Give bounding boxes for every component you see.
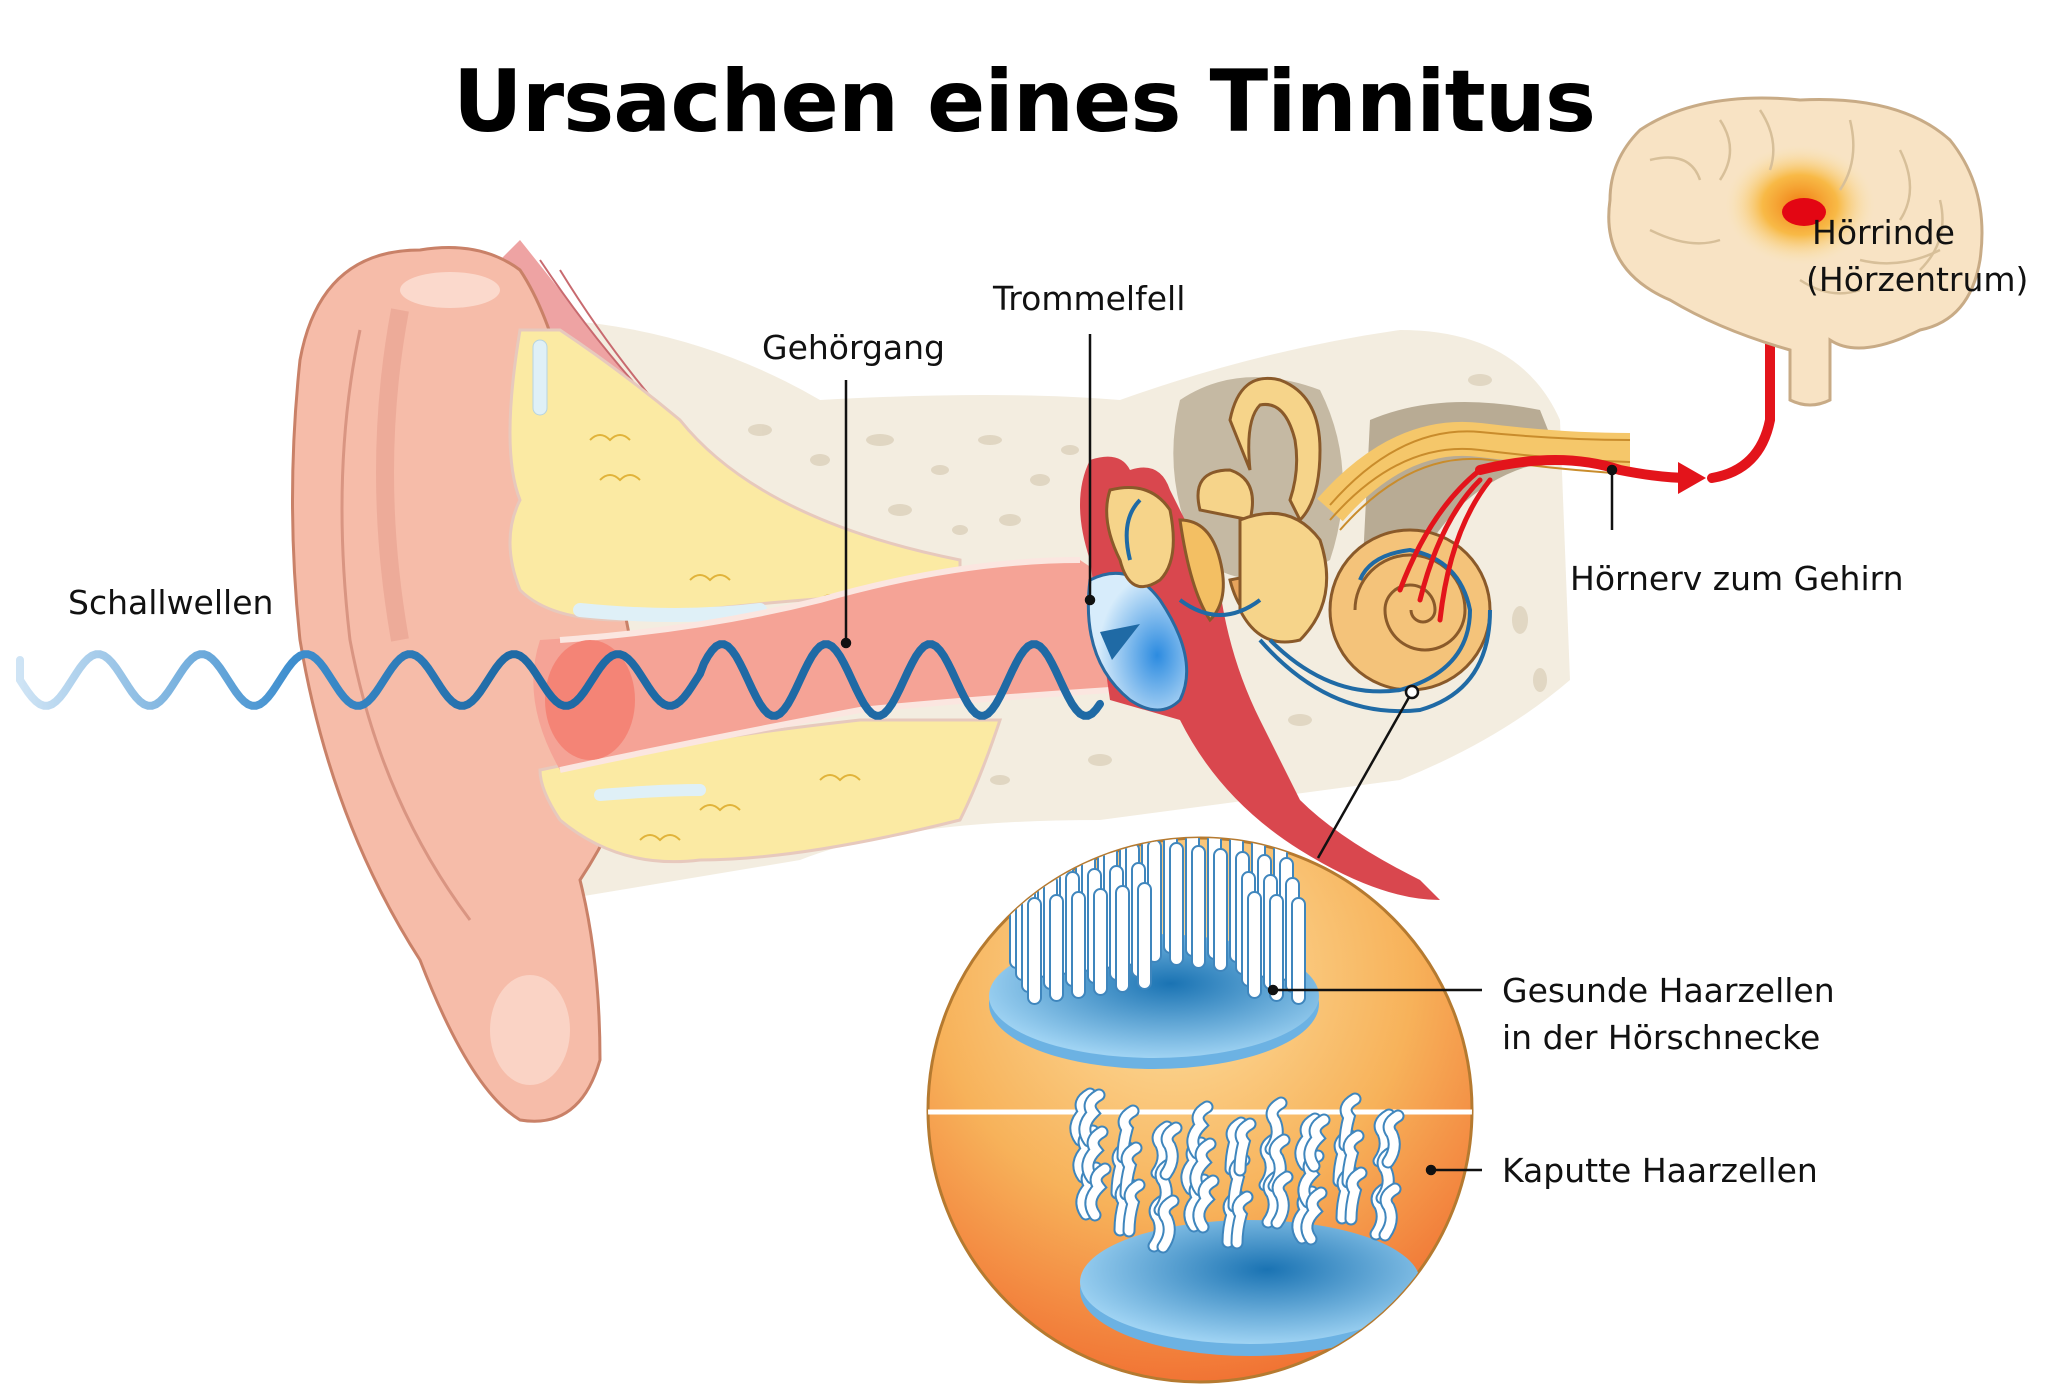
damaged-cilium — [1083, 1127, 1107, 1183]
damaged-cilium — [1080, 1090, 1104, 1146]
damaged-cilium — [1346, 1168, 1366, 1224]
damaged-cilium — [1194, 1176, 1218, 1232]
damaged-cilium — [1380, 1184, 1400, 1240]
label-auditory-cortex: Hörrinde — [1812, 213, 1955, 252]
leader-cochlea-inset — [1316, 691, 1414, 859]
damaged-cilium — [1232, 1192, 1252, 1248]
label-healthy-hair-cells-sub: in der Hörschnecke — [1502, 1018, 1821, 1057]
damaged-cilium — [1086, 1164, 1110, 1220]
damaged-cilium — [1121, 1143, 1141, 1199]
hair-cell-cilium — [1213, 848, 1228, 972]
page-title: Ursachen eines Tinnitus — [452, 52, 1596, 152]
damaged-cilium — [1272, 1172, 1292, 1228]
auditory-cortex-spot — [1782, 198, 1826, 226]
damaged-cilium — [1226, 1118, 1246, 1174]
hair-cell-cilium — [1291, 897, 1306, 1005]
damaged-cilium — [1296, 1114, 1320, 1170]
damaged-cilium — [1340, 1094, 1360, 1150]
damaged-cilium — [1188, 1102, 1212, 1158]
label-eardrum: Trommelfell — [993, 279, 1186, 318]
sound-conduction-arrows — [1124, 498, 1492, 714]
label-damaged-hair-cells: Kaputte Haarzellen — [1502, 1151, 1818, 1190]
hair-cell-cilium — [1137, 882, 1152, 990]
label-healthy-hair-cells: Gesunde Haarzellen — [1502, 971, 1835, 1010]
leader-lines — [840, 334, 1618, 1176]
nerve-signal-arrowhead-1 — [1678, 462, 1706, 494]
hair-cell-cilium — [1093, 888, 1108, 996]
damaged-cilium — [1235, 1119, 1255, 1175]
label-ear-canal: Gehörgang — [762, 328, 945, 367]
hair-cell-cilium — [1115, 885, 1130, 993]
hair-cell-cilium — [1191, 845, 1206, 969]
damaged-cilium — [1305, 1115, 1329, 1171]
hair-cell-cilium — [1049, 894, 1064, 1002]
damaged-cilium — [1124, 1180, 1144, 1236]
brain — [1607, 96, 1984, 407]
soft-tissue — [508, 328, 1003, 864]
label-sound-waves: Schallwellen — [68, 583, 274, 622]
hair-cell-cilium — [1269, 894, 1284, 1002]
damaged-cilia-group — [1069, 1087, 1405, 1254]
hair-cell-cilium — [1169, 842, 1184, 966]
inner-ear — [1196, 376, 1492, 692]
damaged-cilium — [1158, 1196, 1178, 1252]
damaged-cilium — [1118, 1106, 1138, 1162]
healthy-hair-cells — [989, 838, 1319, 1069]
hair-cells-inset — [926, 836, 1474, 1384]
label-auditory-nerve: Hörnerv zum Gehirn — [1570, 559, 1904, 598]
auditory-nerve — [1317, 421, 1631, 531]
damaged-cilium — [1161, 1123, 1181, 1179]
hair-cell-cilium — [1247, 891, 1262, 999]
sound-wave-arrowhead — [1100, 624, 1140, 660]
hair-cell-cilium — [1071, 891, 1086, 999]
damaged-hair-cells — [1069, 1087, 1420, 1356]
damaged-cilium — [1302, 1188, 1326, 1244]
hair-cell-cilium — [1027, 897, 1042, 1005]
damaged-cilium — [1383, 1111, 1403, 1167]
healthy-cilia-group — [1009, 838, 1306, 1005]
label-auditory-cortex-sub: (Hörzentrum) — [1806, 260, 2029, 299]
ear-canal — [533, 557, 1111, 773]
sound-wave — [16, 640, 1104, 720]
damaged-cilium — [1071, 1089, 1095, 1145]
damaged-cilium — [1191, 1139, 1215, 1195]
damaged-cilium — [1343, 1131, 1363, 1187]
